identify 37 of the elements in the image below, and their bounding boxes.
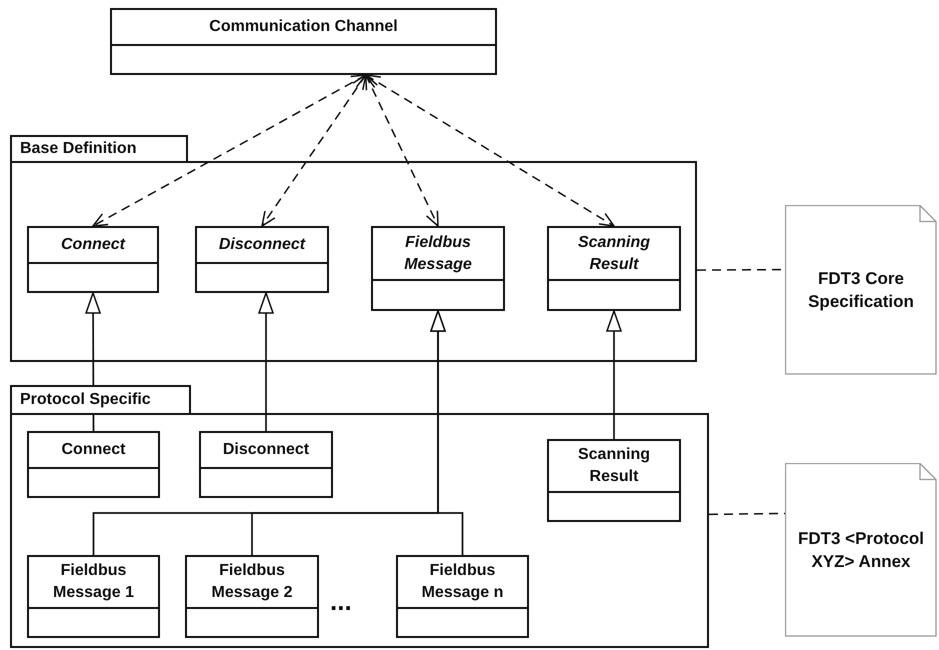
class-box: [396, 555, 529, 638]
class-name: Communication Channel: [209, 17, 398, 37]
class-name: Fieldbus Message n: [420, 561, 504, 603]
class-box: [195, 226, 329, 293]
class-name: Fieldbus Message 1: [52, 561, 135, 603]
generalization-arrow: [430, 310, 464, 555]
ellipsis-label: ...: [330, 588, 352, 614]
dependency-arrow: [365, 74, 439, 227]
generalization-arrow: [606, 310, 622, 439]
class-name: Disconnect: [218, 235, 306, 255]
class-box: [27, 555, 160, 638]
class-box: [27, 431, 160, 498]
class-name: Scanning Result: [576, 445, 651, 487]
class-name: Fieldbus Message: [403, 232, 473, 274]
package-tab: Base Definition: [10, 135, 188, 161]
dashed-connector: [709, 512, 786, 516]
note-shape: [785, 205, 937, 375]
note-shape: [785, 463, 937, 637]
dependency-arrow: [261, 74, 367, 227]
class-box: [371, 226, 505, 311]
class-name: Connect: [62, 440, 126, 460]
class-name: Fieldbus Message 2: [210, 561, 294, 603]
class-box: [547, 439, 681, 522]
package-tab: Protocol Specific: [10, 385, 191, 413]
dependency-arrow: [365, 74, 615, 227]
class-box: [547, 226, 681, 311]
class-box: [110, 8, 497, 75]
class-name: Scanning Result: [576, 232, 651, 274]
generalization-arrow: [258, 292, 274, 431]
class-box: [27, 226, 159, 293]
class-box: [199, 431, 333, 498]
class-name: Connect: [61, 235, 125, 255]
class-name: Disconnect: [222, 440, 310, 460]
dependency-arrow: [92, 74, 367, 227]
note-text: FDT3 <Protocol XYZ> Annex: [796, 528, 926, 573]
note-text: FDT3 Core Specification: [808, 268, 914, 313]
class-box: [185, 555, 319, 638]
